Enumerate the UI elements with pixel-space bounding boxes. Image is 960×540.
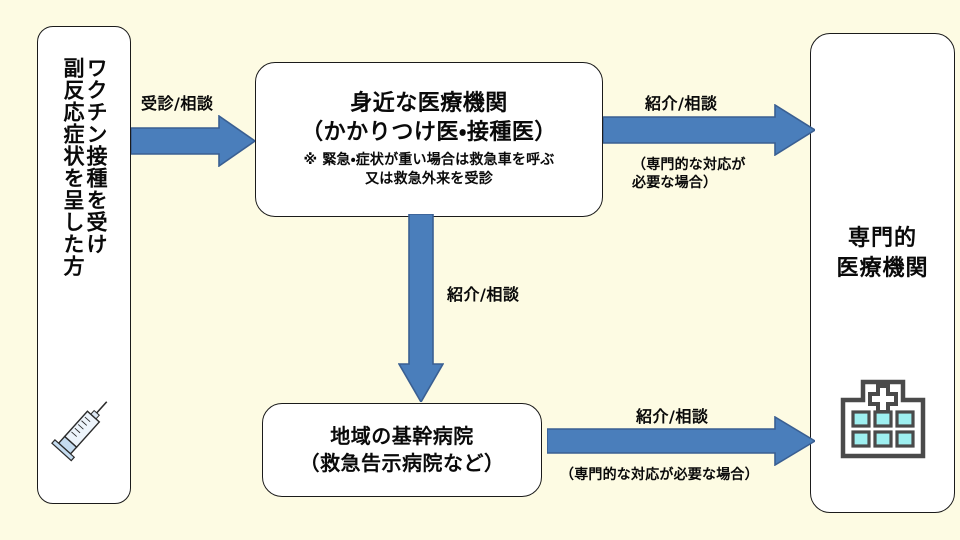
local-clinic-line1: 身近な医療機関: [350, 91, 508, 117]
arrow-refer-top-note-line1: （専門的な対応が: [632, 157, 746, 173]
specialist-line1: 専門的: [847, 226, 917, 251]
arrow-refer-top-note-line2: 必要な場合）: [632, 175, 718, 192]
local-clinic-note-line2: 又は救急外来を受診: [365, 170, 493, 187]
arrow-refer-bottom-note: （専門的な対応が必要な場合）: [560, 467, 759, 483]
arrow-refer-bottom-label: 紹介/相談: [636, 407, 709, 426]
local-clinic-line2: （かかりつけ医・接種医）: [301, 119, 557, 145]
node-local-clinic: 身近な医療機関 （かかりつけ医・接種医） ※ 緊急・症状が重い場合は救急車を呼ぶ…: [255, 62, 603, 217]
arrow-consult: [131, 115, 255, 167]
arrow-refer-down-label: 紹介/相談: [447, 285, 520, 304]
node-patient: ワクチン接種を受け 副反応症状を呈した方: [37, 26, 131, 504]
hospital-building-icon: [840, 379, 925, 459]
patient-text-column-left: 副反応症状を呈した方: [61, 57, 85, 277]
core-hospital-line1: 地域の基幹病院: [330, 424, 474, 448]
core-hospital-line2: （救急告示病院など）: [299, 451, 505, 475]
arrow-refer-top-label: 紹介/相談: [645, 94, 718, 113]
patient-text-column-right: ワクチン接種を受け: [84, 57, 108, 255]
node-specialist: 専門的 医療機関: [810, 33, 955, 513]
arrow-refer-top: [603, 104, 815, 156]
arrow-refer-bottom: [547, 416, 815, 466]
node-core-hospital: 地域の基幹病院 （救急告示病院など）: [262, 403, 542, 497]
local-clinic-note-line1: ※ 緊急・症状が重い場合は救急車を呼ぶ: [303, 151, 555, 168]
syringe-icon: [51, 401, 108, 462]
specialist-line2: 医療機関: [836, 255, 929, 281]
arrow-refer-down: [398, 214, 444, 402]
arrow-refer-top-note: （専門的な対応が 必要な場合）: [632, 156, 746, 192]
patient-vertical-text: ワクチン接種を受け 副反応症状を呈した方: [38, 57, 130, 387]
specialist-label: 専門的 医療機関: [811, 224, 954, 283]
arrow-consult-label: 受診/相談: [141, 94, 214, 113]
